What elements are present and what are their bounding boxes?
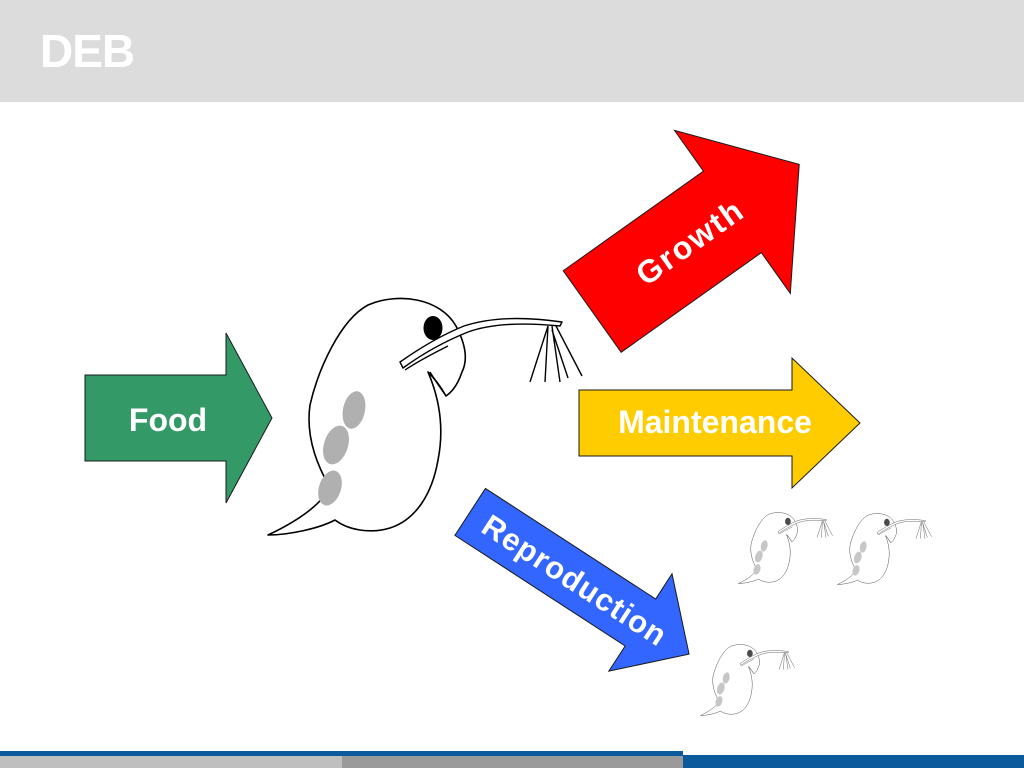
reproduction-arrow: Reproduction bbox=[454, 487, 690, 672]
growth-arrow-shape bbox=[562, 129, 800, 353]
footer-strip-primary bbox=[0, 751, 683, 756]
growth-arrow: Growth bbox=[562, 129, 800, 353]
reproduction-arrow-shape bbox=[454, 487, 690, 672]
footer-bar bbox=[0, 740, 1024, 768]
food-label: Food bbox=[129, 402, 207, 438]
maintenance-arrow-shape bbox=[578, 356, 861, 490]
footer-strip-right bbox=[683, 755, 1024, 768]
maintenance-arrow: Maintenance bbox=[578, 356, 861, 490]
footer-strip-secondary bbox=[0, 756, 342, 768]
footer-strip-tertiary bbox=[342, 756, 683, 768]
offspring-daphnia-3 bbox=[700, 644, 795, 716]
offspring-daphnia-2 bbox=[837, 513, 932, 585]
food-arrow-shape bbox=[84, 332, 273, 504]
title-bar: DEB bbox=[0, 0, 1024, 102]
daphnia-illustration bbox=[267, 297, 583, 536]
maintenance-label: Maintenance bbox=[618, 404, 812, 440]
slide-title: DEB bbox=[40, 25, 135, 77]
reproduction-label: Reproduction bbox=[476, 508, 674, 654]
food-arrow: Food bbox=[84, 332, 273, 504]
deb-diagram: Food Growth Maintenance Reproduction bbox=[84, 129, 932, 716]
offspring-daphnia-1 bbox=[738, 512, 833, 584]
